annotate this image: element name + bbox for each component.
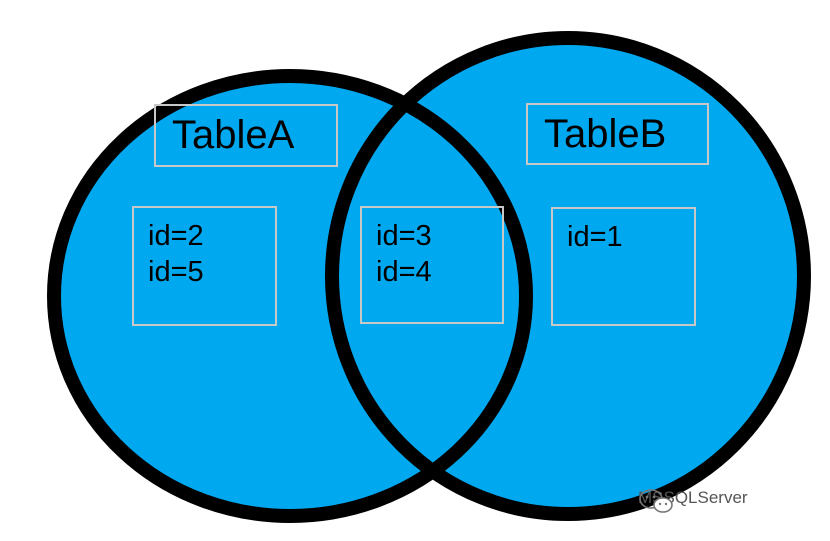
table-b-id-row: id=1 bbox=[567, 221, 623, 253]
table-a-id-row: id=5 bbox=[148, 256, 204, 288]
table-b-circle-fill bbox=[332, 38, 804, 514]
intersection-id-row: id=3 bbox=[376, 220, 432, 252]
table-b-label-box: TableB bbox=[526, 103, 709, 165]
table-a-label: TableA bbox=[172, 113, 295, 157]
table-a-label-box: TableA bbox=[154, 104, 338, 167]
table-a-only-box: id=2 id=5 bbox=[132, 206, 277, 326]
table-b-circle-outline bbox=[325, 31, 811, 521]
table-b-label: TableB bbox=[544, 111, 667, 156]
intersection-box: id=3 id=4 bbox=[360, 206, 504, 324]
intersection-id-row: id=4 bbox=[376, 256, 432, 288]
watermark: MSSQLServer bbox=[638, 488, 748, 513]
table-a-circle-outline bbox=[47, 69, 533, 523]
table-a-id-row: id=2 bbox=[148, 220, 204, 252]
table-b-only-box: id=1 bbox=[551, 207, 696, 326]
wechat-icon bbox=[639, 489, 673, 513]
